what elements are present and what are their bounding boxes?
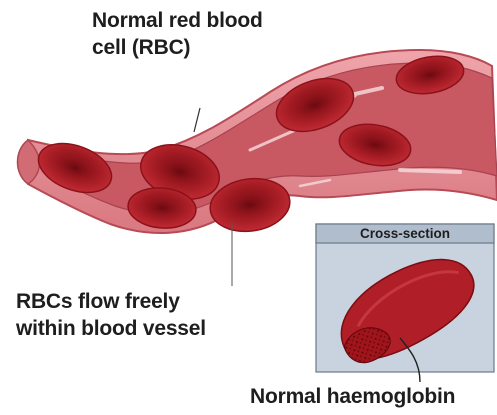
rbc-leader-line (194, 108, 200, 132)
rbc-label-line: cell (RBC) (92, 34, 263, 61)
cross-section-inset (316, 224, 494, 374)
rbc-label-line: Normal red blood (92, 7, 263, 34)
flow-label: RBCs flow freely within blood vessel (16, 288, 206, 342)
rbc-label: Normal red blood cell (RBC) (92, 7, 263, 61)
flow-label-line: RBCs flow freely (16, 288, 206, 315)
cross-section-title: Cross-section (318, 226, 492, 242)
flow-label-line: within blood vessel (16, 315, 206, 342)
haemoglobin-label: Normal haemoglobin (250, 383, 455, 410)
